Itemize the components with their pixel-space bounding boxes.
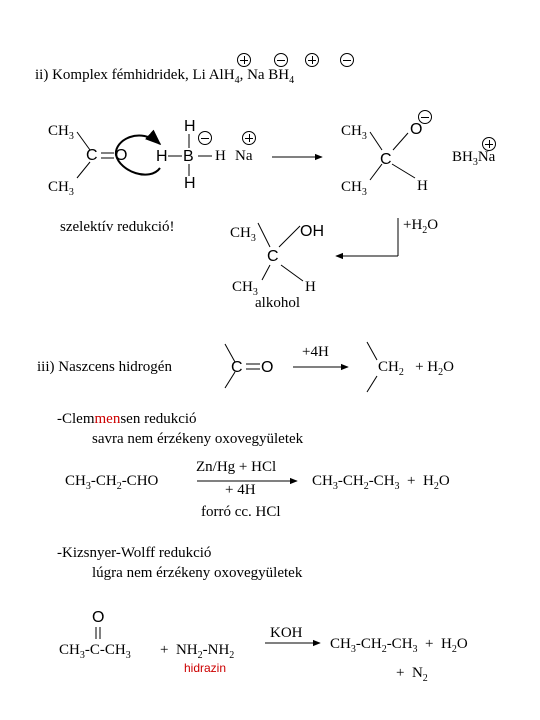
alc-ch3-bottom: CH3: [232, 279, 258, 298]
clemmensen-reagent-top: Zn/Hg + HCl: [196, 459, 277, 475]
alc-oh: OH: [300, 223, 324, 240]
bond-iii-top: [224, 343, 236, 363]
alc-ch3-top: CH3: [230, 225, 256, 244]
plus-charge-icon: [237, 53, 251, 67]
bond-int-o: [392, 132, 409, 151]
iii-carbon: C: [231, 359, 243, 376]
bond-int-h: [391, 163, 416, 179]
minus-charge-icon: [340, 53, 354, 67]
electron-curved-arrow: [114, 129, 162, 176]
int-carbon: C: [380, 151, 392, 168]
bond-int-ch3-bottom: [369, 163, 383, 181]
minus-charge-icon: [274, 53, 288, 67]
bh4-h-bottom: H: [184, 175, 196, 192]
int-oxygen: O: [410, 121, 423, 138]
kizsnyer-heading: -Kizsnyer-Wolff redukció: [57, 545, 212, 561]
int-ch3-bottom: CH3: [341, 179, 367, 198]
bond-alc-oh: [278, 225, 301, 248]
alc-carbon: C: [267, 248, 279, 265]
kizsnyer-hydrazine: + NH2-NH2: [160, 642, 235, 661]
kizsnyer-oxygen: O: [92, 609, 105, 626]
water-reagent: +H2O: [403, 217, 439, 236]
ketone-oxygen: O: [115, 147, 128, 164]
hydrazine-label: hidrazin: [184, 661, 227, 675]
kizsnyer-note: lúgra nem érzékeny oxovegyületek: [92, 565, 303, 581]
int-h: H: [417, 178, 428, 194]
iii-reagent: +4H: [302, 344, 329, 360]
bond-alc-ch3-bottom: [261, 264, 271, 281]
plus-charge-icon: [305, 53, 319, 67]
bh4-sodium: Na: [235, 148, 253, 164]
ketone-ch3-top: CH3: [48, 123, 74, 142]
alcohol-label: alkohol: [255, 295, 300, 311]
section-iii-title: iii) Naszcens hidrogén: [37, 359, 172, 375]
section-ii-title: ii) Komplex fémhidridek, Li AlH4, Na BH4: [35, 67, 295, 86]
minus-charge-icon: [198, 131, 212, 145]
plus-charge-icon: [242, 131, 256, 145]
kizsnyer-byproduct: + N2: [396, 665, 428, 684]
minus-charge-icon: [418, 110, 432, 124]
iii-product: CH2 + H2O: [378, 359, 454, 378]
iii-oxygen: O: [261, 359, 274, 376]
kizsnyer-reagent: KOH: [270, 625, 303, 641]
bh4-h-top: H: [184, 118, 196, 135]
bond-alc-h: [280, 264, 304, 282]
bond-ch3-c-top: [76, 131, 91, 151]
clemmensen-reactant: CH3-CH2-CHO: [65, 473, 159, 492]
bond-alc-ch3-top: [257, 222, 271, 248]
bond-ch3-c-bottom: [76, 161, 91, 179]
alc-h: H: [305, 279, 316, 295]
bh4-boron: B: [183, 148, 194, 165]
kizsnyer-product: CH3-CH2-CH3 + H2O: [330, 636, 468, 655]
plus-charge-icon: [482, 137, 496, 151]
bond-int-ch3-top: [369, 131, 383, 151]
int-ch3-top: CH3: [341, 123, 367, 142]
selective-note: szelektív redukció!: [60, 219, 175, 235]
bond-iii-bottom: [224, 371, 236, 389]
clemmensen-heading: -Clemmensen redukció: [57, 411, 197, 427]
bh3na: BH3Na: [452, 149, 496, 168]
bond-iii-prod-bottom: [366, 375, 378, 393]
ketone-ch3-bottom: CH3: [48, 179, 74, 198]
clemmensen-product: CH3-CH2-CH3 + H2O: [312, 473, 450, 492]
kizsnyer-reactant: CH3-C-CH3: [59, 642, 131, 661]
clemmensen-note: savra nem érzékeny oxovegyületek: [92, 431, 304, 447]
ketone-carbon: C: [86, 147, 98, 164]
bond-iii-prod-top: [366, 341, 378, 361]
bh4-h-right: H: [215, 148, 226, 164]
clemmensen-reagent-bottom: forró cc. HCl: [201, 504, 281, 520]
clemmensen-reagent-mid: + 4H: [225, 482, 256, 498]
bh4-h-left: H: [156, 148, 168, 165]
